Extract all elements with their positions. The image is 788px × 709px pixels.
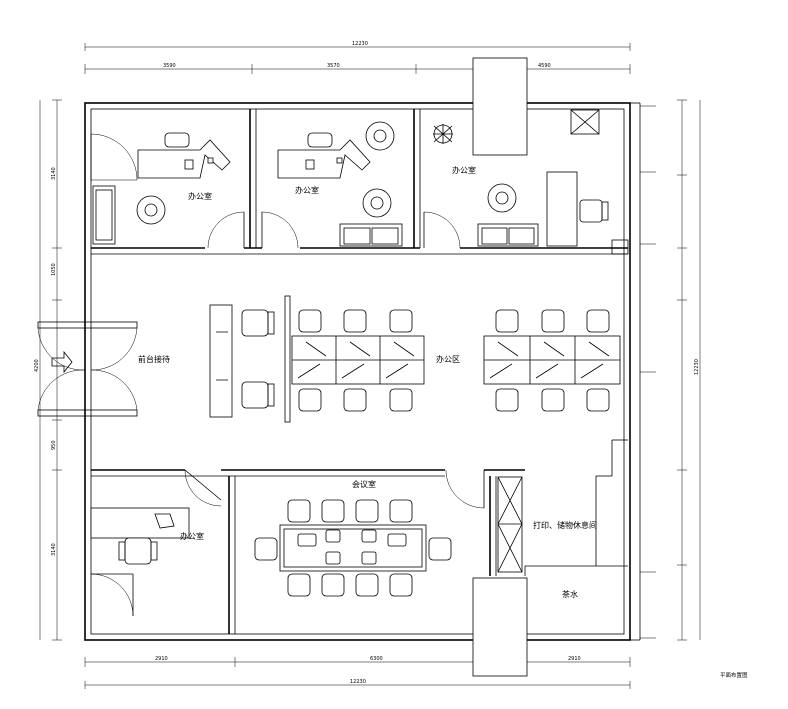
- dim-top-total: 12230: [352, 41, 368, 47]
- dim-bottom-seg-1: 2910: [155, 656, 168, 662]
- top-partitions: [91, 109, 629, 255]
- dim-bottom-total: 12230: [350, 679, 366, 685]
- dim-left-seg-4: 950: [51, 440, 57, 450]
- dim-top-seg-2: 3570: [327, 63, 340, 69]
- door-office-1[interactable]: [207, 211, 245, 249]
- dim-bottom-seg-2: 6300: [370, 656, 383, 662]
- door-meeting[interactable]: [445, 469, 485, 509]
- room-label-print-room: 打印、储物休息间: [533, 520, 597, 530]
- door-office-1-side[interactable]: [90, 133, 138, 181]
- meeting-chairs: [254, 499, 452, 597]
- door-office-4[interactable]: [184, 469, 222, 507]
- reception-desk: [209, 304, 275, 418]
- office-4-furniture: [90, 507, 190, 565]
- bottom-partitions: [91, 469, 628, 634]
- room-label-office-2: 办公室: [295, 185, 319, 195]
- dim-right-total: 12230: [694, 359, 700, 375]
- dim-bottom-seg-3: 2910: [568, 656, 581, 662]
- storage-cabinet: [497, 476, 523, 573]
- right-corridor-walls: [595, 439, 628, 566]
- dim-top-seg-3: 4590: [538, 63, 551, 69]
- room-label-office-1: 办公室: [188, 191, 212, 201]
- top-dimension-lines: [84, 43, 631, 74]
- room-label-open-office: 办公区: [436, 354, 460, 364]
- dim-top-seg-1: 3590: [163, 63, 176, 69]
- door-office-3[interactable]: [423, 211, 461, 249]
- office-2-furniture: [277, 121, 403, 247]
- left-dimension-lines: [39, 99, 62, 641]
- plant-icon: [433, 124, 453, 144]
- dim-left-seg-5: 3140: [51, 543, 57, 556]
- office-1-furniture: [92, 132, 231, 245]
- room-label-meeting: 会议室: [352, 479, 376, 489]
- dim-left-seg-3: 4200: [34, 359, 40, 372]
- dim-left-seg-2: 1050: [51, 263, 57, 276]
- meeting-table: [279, 524, 427, 572]
- workstation-cluster-left: [291, 335, 425, 385]
- room-label-reception: 前台接待: [138, 354, 170, 364]
- office-3-furniture: [433, 57, 609, 247]
- entrance-doors[interactable]: [37, 321, 138, 417]
- workstation-cluster-right: [483, 335, 621, 385]
- door-office-4-lower[interactable]: [90, 573, 134, 617]
- pantry-counter: [472, 577, 528, 677]
- room-label-pantry: 茶水: [562, 589, 578, 599]
- right-window-marks: [640, 171, 656, 573]
- outer-walls: [84, 102, 656, 641]
- open-office-partition: [284, 295, 291, 423]
- room-label-office-4: 办公室: [180, 531, 204, 541]
- open-office-chairs: [298, 309, 610, 412]
- drawing-title: 平面布置图: [720, 671, 748, 679]
- room-label-office-3: 办公室: [452, 165, 476, 175]
- door-office-2[interactable]: [261, 211, 299, 249]
- dim-left-seg-1: 3140: [51, 167, 57, 180]
- right-dimension-lines: [677, 99, 701, 641]
